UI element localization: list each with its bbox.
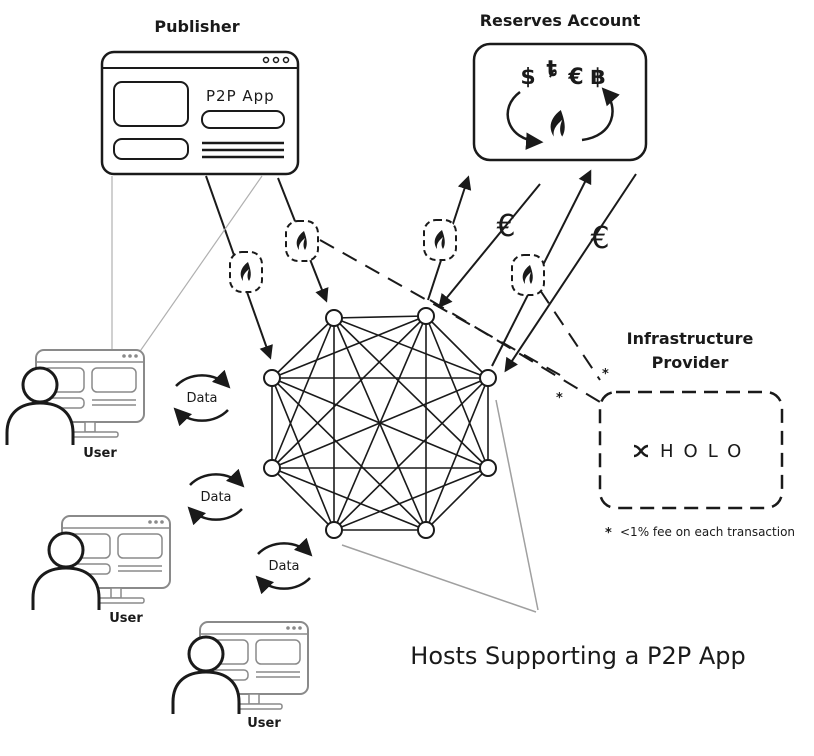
user-2: User Data — [31, 474, 242, 626]
host-node-1 — [325, 309, 343, 327]
host-connection — [271, 467, 427, 531]
host-connection — [271, 377, 427, 531]
reserves-box: $ ȶ € ฿ — [472, 42, 648, 162]
host-node-8 — [263, 369, 281, 387]
host-connection — [333, 317, 489, 469]
reserves-to-host-arrow — [438, 183, 541, 309]
host-node-2 — [417, 307, 435, 325]
fee-asterisk: * — [602, 367, 609, 382]
host-connection — [271, 317, 335, 469]
caption-pointer-line — [495, 399, 539, 611]
host-connection — [271, 467, 335, 531]
publisher-to-user-line — [119, 175, 263, 381]
hot-token-icon — [285, 220, 319, 262]
user-label: User — [247, 716, 281, 731]
app-label: P2P App — [206, 87, 275, 105]
hot-token-icon — [423, 219, 457, 261]
user-label: User — [83, 446, 117, 461]
infra-title-line1: Infrastructure — [627, 329, 754, 348]
flows — [111, 169, 637, 613]
host-node-5 — [417, 521, 435, 539]
fee-asterisk: * — [556, 391, 563, 406]
host-connection — [271, 377, 489, 469]
reserves-to-host-arrow — [504, 173, 637, 373]
infra-title-line2: Provider — [652, 353, 729, 372]
host-connection — [333, 377, 489, 531]
host-connection — [271, 377, 335, 531]
bitcoin-symbol: ฿ — [590, 65, 605, 90]
host-connection — [425, 315, 489, 379]
fee-dashed-line — [429, 299, 601, 403]
host-connection — [333, 315, 427, 319]
holo-currency-symbol: ȶ — [546, 57, 557, 82]
host-connection — [333, 467, 489, 531]
host-connection — [425, 315, 489, 469]
host-connection — [271, 315, 427, 469]
hot-token-badges — [229, 219, 545, 296]
euro-icon: € — [590, 221, 609, 256]
footnote-asterisk: * — [605, 526, 612, 541]
host-connection — [425, 467, 489, 531]
host-node-4 — [479, 459, 497, 477]
hosts-caption: Hosts Supporting a P2P App — [410, 642, 745, 670]
host-node-6 — [325, 521, 343, 539]
hot-token-icon — [511, 254, 545, 296]
user-1: User Data — [5, 349, 228, 461]
dollar-symbol: $ — [520, 65, 535, 90]
host-connection — [333, 317, 489, 379]
data-label: Data — [186, 391, 217, 406]
host-node-7 — [263, 459, 281, 477]
holo-provider-box — [598, 390, 784, 510]
fee-dashed-line — [539, 289, 601, 381]
holo-logo-icon — [633, 444, 649, 458]
host-node-3 — [479, 369, 497, 387]
holo-brand: HOLO — [660, 441, 751, 462]
user-3: User Data — [171, 543, 310, 731]
publisher-title: Publisher — [154, 17, 239, 36]
user-label: User — [109, 611, 143, 626]
hot-token-icon — [229, 251, 263, 293]
host-connection — [271, 315, 427, 379]
host-mesh — [263, 307, 497, 539]
reserves-title: Reserves Account — [480, 11, 641, 30]
euro-symbol: € — [567, 65, 583, 90]
host-connection — [425, 377, 489, 531]
fee-footnote: <1% fee on each transaction — [620, 525, 795, 539]
publisher-window: P2P App — [100, 50, 300, 176]
host-connection — [271, 317, 335, 379]
caption-pointer-line — [341, 544, 537, 613]
data-label: Data — [200, 490, 231, 505]
data-label: Data — [268, 559, 299, 574]
euro-icon: € — [496, 209, 515, 244]
